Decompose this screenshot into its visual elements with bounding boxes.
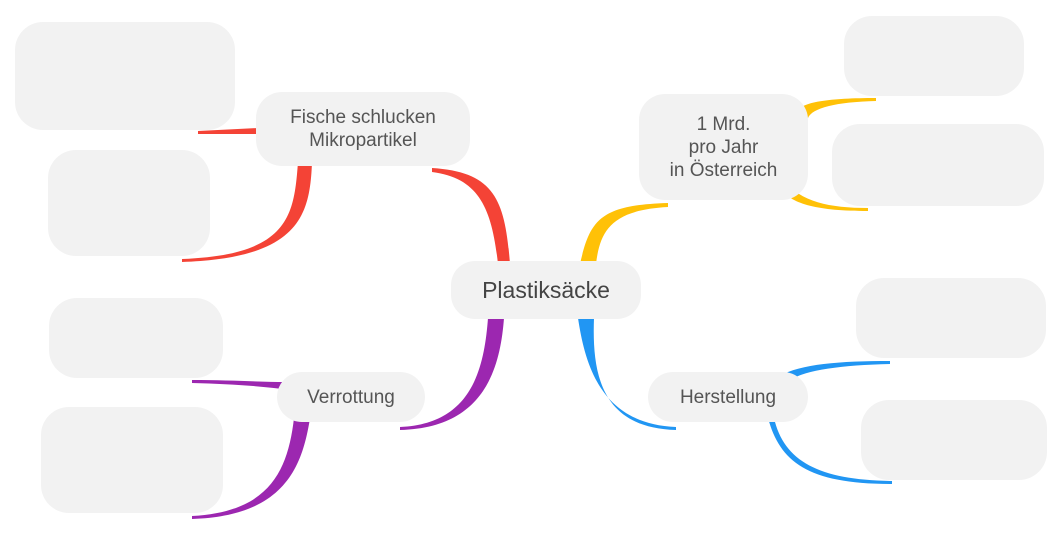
branch-link-decay — [400, 318, 504, 430]
sub-link-fish-1 — [198, 128, 258, 134]
branch-link-production — [578, 318, 676, 430]
topic-node-decay[interactable]: Verrottung — [277, 372, 425, 422]
branch-link-amount — [580, 203, 668, 264]
central-topic-label: Plastiksäcke — [482, 276, 610, 303]
topic-node-production[interactable]: Herstellung — [648, 372, 808, 422]
sub-link-amount-1 — [797, 98, 876, 118]
topic-label-fish: Fische schlucken Mikropartikel — [290, 107, 436, 151]
empty-subtopic-fish-2[interactable] — [48, 150, 210, 256]
topic-label-amount: 1 Mrd. pro Jahr in Österreich — [669, 113, 778, 181]
sub-link-fish-2 — [182, 162, 312, 262]
empty-subtopic-amount-2[interactable] — [832, 124, 1044, 206]
topic-node-amount[interactable]: 1 Mrd. pro Jahr in Österreich — [639, 94, 808, 200]
empty-subtopic-decay-1[interactable] — [49, 298, 223, 378]
empty-subtopic-decay-2[interactable] — [41, 407, 223, 513]
empty-subtopic-fish-1[interactable] — [15, 22, 235, 130]
central-topic-node[interactable]: Plastiksäcke — [451, 261, 641, 319]
sub-link-amount-2 — [782, 180, 868, 211]
empty-subtopic-amount-1[interactable] — [844, 16, 1024, 96]
empty-subtopic-production-2[interactable] — [861, 400, 1047, 480]
sub-link-decay-1 — [192, 380, 290, 390]
branch-link-fish — [432, 168, 510, 264]
topic-node-fish[interactable]: Fische schlucken Mikropartikel — [256, 92, 470, 166]
topic-label-production: Herstellung — [679, 386, 777, 408]
topic-label-decay: Verrottung — [307, 386, 395, 408]
sub-link-decay-2 — [192, 418, 310, 519]
empty-subtopic-production-1[interactable] — [856, 278, 1046, 358]
